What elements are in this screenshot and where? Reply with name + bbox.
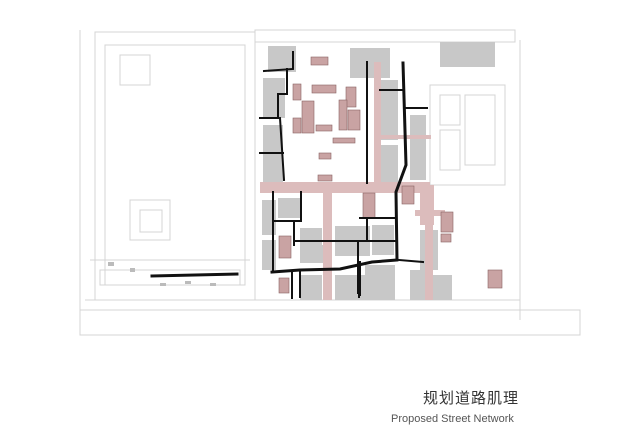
context-outlines xyxy=(79,29,581,336)
caption-title-english: Proposed Street Network xyxy=(391,413,514,425)
caption-title-chinese: 规划道路肌理 xyxy=(423,389,520,407)
site-markers xyxy=(108,262,216,286)
heritage-buildings xyxy=(278,56,503,294)
proposed-streets xyxy=(150,51,428,299)
